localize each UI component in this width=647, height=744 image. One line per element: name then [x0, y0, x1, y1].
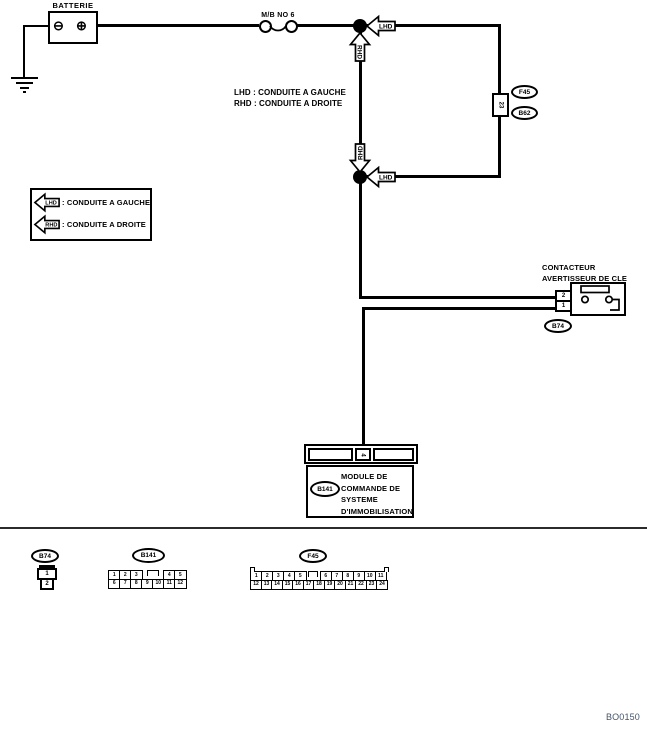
junction-dot: [353, 170, 367, 184]
connector-ear: [250, 567, 255, 572]
battery-label: BATTERIE: [52, 1, 94, 10]
module-strip-cell: [308, 448, 353, 461]
legend-item-label: : CONDUITE A GAUCHE: [62, 198, 151, 207]
svg-text:LHD: LHD: [45, 201, 57, 207]
pinout-b74-key-tab: [39, 565, 55, 569]
pinout-f45-label: F45: [299, 549, 327, 563]
fuse-label: M/B NO 6: [261, 12, 295, 19]
note-rhd: RHD : CONDUITE A DROITE: [234, 98, 343, 108]
svg-text:LHD: LHD: [379, 175, 393, 182]
wire: [359, 296, 556, 299]
note-lhd: LHD : CONDUITE A GAUCHE: [234, 88, 346, 97]
rhd-arrow-icon: RHD: [348, 143, 372, 174]
module-label: MODULE DE COMMANDE DE SYSTEME D'IMMOBILI…: [341, 472, 413, 516]
pin-grid-gap: [141, 570, 165, 580]
battery-plus-terminal: ⊕: [76, 18, 88, 33]
wire: [359, 178, 362, 299]
pin-box: 2: [40, 578, 54, 590]
svg-text:RHD: RHD: [356, 45, 363, 59]
pinout-b141-label: B141: [132, 548, 165, 563]
inline-connector-23: 23: [492, 93, 509, 117]
key-switch-title: CONTACTEUR AVERTISSEUR DE CLE: [542, 263, 628, 283]
connector-pin-number: 23: [497, 101, 504, 109]
wire: [359, 24, 362, 178]
svg-text:LHD: LHD: [379, 24, 393, 31]
pin-grid-gap: [305, 571, 321, 581]
fusible-link-icon: [269, 25, 287, 32]
connector-label-b74: B74: [544, 319, 572, 333]
pinout-b74-label: B74: [31, 549, 59, 563]
wire: [362, 307, 556, 310]
legend-box: [30, 188, 152, 241]
lhd-arrow-icon: LHD: [365, 14, 396, 38]
connector-label-b62: B62: [511, 106, 538, 120]
separator-line: [0, 527, 647, 529]
connector-label-f45: F45: [511, 85, 538, 99]
wire: [297, 24, 501, 27]
connector-key-tab: [146, 570, 159, 576]
wire: [98, 24, 259, 27]
pin-cell: 24: [376, 579, 388, 590]
svg-text:RHD: RHD: [45, 223, 57, 229]
lhd-arrow-icon: LHD: [365, 165, 396, 189]
connector-ear: [384, 567, 389, 572]
battery-box: [48, 11, 98, 44]
connector-key-tab: [308, 571, 318, 577]
rhd-arrow-icon: RHD: [348, 31, 372, 62]
battery-minus-terminal: ⊖: [53, 18, 65, 33]
connector-label-b141: B141: [310, 481, 340, 497]
wire: [23, 25, 25, 78]
wire: [360, 175, 501, 178]
pin-box-1: 1: [555, 300, 572, 312]
key-switch-icon: [580, 285, 620, 311]
rhd-arrow-icon: RHD: [33, 214, 60, 235]
junction-dot: [353, 19, 367, 33]
wire: [23, 25, 50, 27]
legend-item-label: : CONDUITE A DROITE: [62, 220, 146, 229]
module-pin-4: 4: [355, 448, 371, 461]
lhd-arrow-icon: LHD: [33, 192, 60, 213]
lhd-rhd-note: LHD : CONDUITE A GAUCHE RHD : CONDUITE A…: [234, 88, 346, 109]
pin-cell: 12: [174, 578, 187, 589]
diagram-code: BO0150: [606, 712, 640, 722]
wire: [362, 307, 365, 446]
module-strip-cell: [373, 448, 414, 461]
svg-text:RHD: RHD: [358, 146, 365, 160]
